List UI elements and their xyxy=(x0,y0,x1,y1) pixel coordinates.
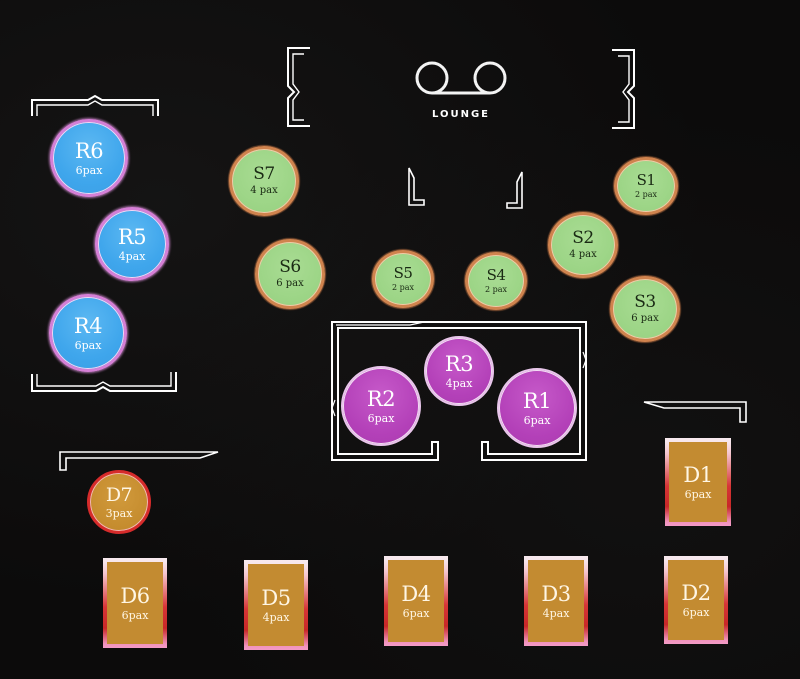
center-left-post xyxy=(408,167,425,206)
table-s3[interactable]: S3 6 pax xyxy=(610,276,680,342)
table-name: S5 xyxy=(393,264,413,282)
table-capacity: 4 pax xyxy=(250,185,278,196)
table-name: R3 xyxy=(444,351,474,376)
left-bottom-rail xyxy=(31,372,177,392)
table-name: R1 xyxy=(522,388,552,413)
table-capacity: 6pax xyxy=(74,338,102,352)
lounge-left-bracket xyxy=(287,47,310,127)
table-r6[interactable]: R6 6pax xyxy=(50,119,128,197)
table-capacity: 2 pax xyxy=(484,285,508,294)
table-r5[interactable]: R5 4pax xyxy=(95,207,169,281)
table-name: R6 xyxy=(74,138,104,163)
table-r1[interactable]: R1 6pax xyxy=(497,368,577,448)
table-capacity: 6pax xyxy=(75,163,103,177)
lounge-right-bracket xyxy=(612,49,635,129)
table-s5[interactable]: S5 2 pax xyxy=(372,250,434,308)
left-mid-rail xyxy=(59,451,219,471)
table-name: S1 xyxy=(636,171,656,189)
r-booth-enclosure xyxy=(331,321,587,461)
table-capacity: 6pax xyxy=(402,606,430,620)
table-s7[interactable]: S7 4 pax xyxy=(229,146,299,216)
table-capacity: 2 pax xyxy=(391,283,415,292)
table-d3[interactable]: D3 4pax xyxy=(524,556,588,646)
table-s4[interactable]: S4 2 pax xyxy=(465,252,527,310)
table-name: D2 xyxy=(681,580,711,605)
left-top-rail xyxy=(31,94,159,116)
table-name: S3 xyxy=(634,292,656,312)
table-capacity: 6pax xyxy=(367,411,395,425)
table-capacity: 4pax xyxy=(542,606,570,620)
table-name: R4 xyxy=(73,313,103,338)
table-capacity: 6pax xyxy=(523,413,551,427)
table-capacity: 4pax xyxy=(445,376,473,390)
table-name: D7 xyxy=(105,483,133,506)
table-s1[interactable]: S1 2 pax xyxy=(614,157,678,215)
table-capacity: 4pax xyxy=(118,249,146,263)
table-capacity: 4pax xyxy=(262,610,290,624)
table-d5[interactable]: D5 4pax xyxy=(244,560,308,650)
table-name: D1 xyxy=(683,462,713,487)
table-s2[interactable]: S2 4 pax xyxy=(548,212,618,278)
table-d7[interactable]: D7 3pax xyxy=(87,470,151,534)
table-capacity: 6pax xyxy=(121,608,149,622)
table-d2[interactable]: D2 6pax xyxy=(664,556,728,644)
table-capacity: 6 pax xyxy=(631,313,659,324)
table-name: D5 xyxy=(261,585,291,610)
table-name: R5 xyxy=(117,224,147,249)
table-name: D4 xyxy=(401,581,431,606)
table-d4[interactable]: D4 6pax xyxy=(384,556,448,646)
table-d1[interactable]: D1 6pax xyxy=(665,438,731,526)
table-name: S4 xyxy=(486,266,506,284)
right-rail xyxy=(643,401,747,423)
table-name: D6 xyxy=(120,583,150,608)
table-r3[interactable]: R3 4pax xyxy=(424,336,494,406)
table-d6[interactable]: D6 6pax xyxy=(103,558,167,648)
table-s6[interactable]: S6 6 pax xyxy=(255,239,325,309)
table-r4[interactable]: R4 6pax xyxy=(49,294,127,372)
table-capacity: 2 pax xyxy=(634,190,658,199)
table-name: D3 xyxy=(541,581,571,606)
table-r2[interactable]: R2 6pax xyxy=(341,366,421,446)
table-capacity: 6pax xyxy=(684,487,712,501)
lounge-label: LOUNGE xyxy=(431,109,491,120)
table-name: S6 xyxy=(279,257,301,277)
table-name: S2 xyxy=(572,228,594,248)
table-name: S7 xyxy=(253,164,275,184)
table-name: R2 xyxy=(366,386,396,411)
voicemail-loop-icon xyxy=(415,61,507,95)
table-capacity: 3pax xyxy=(105,506,133,520)
table-capacity: 6pax xyxy=(682,605,710,619)
table-capacity: 6 pax xyxy=(276,278,304,289)
center-right-post xyxy=(506,171,523,209)
table-capacity: 4 pax xyxy=(569,249,597,260)
